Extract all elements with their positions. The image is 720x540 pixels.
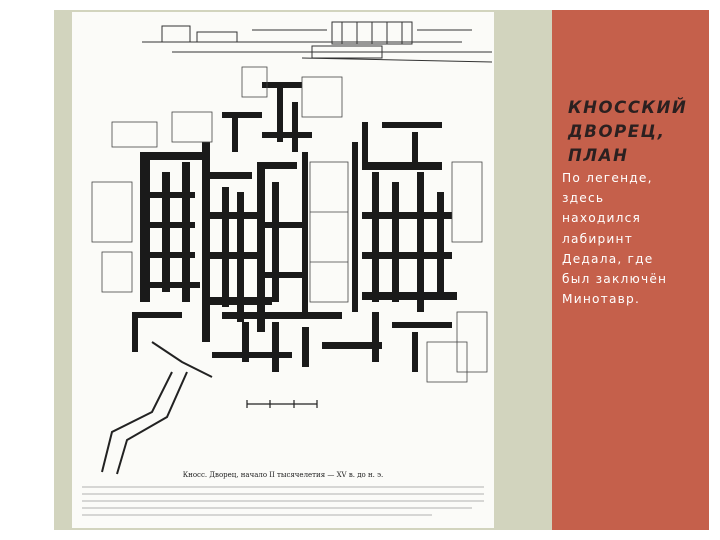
body-line-2: здесь <box>562 191 605 206</box>
body-line-1: По легенде, <box>562 171 653 185</box>
title-line-2: ДВОРЕЦ, <box>568 122 666 141</box>
palace-plan-drawing: Кносс. Дворец, начало II тысячелетия — X… <box>82 21 493 516</box>
left-margin <box>0 0 54 540</box>
title-line-3: ПЛАН <box>568 146 629 165</box>
plan-walls <box>132 82 457 372</box>
right-margin <box>709 0 720 540</box>
plan-caption: Кносс. Дворец, начало II тысячелетия — X… <box>183 471 384 479</box>
body-line-5: Дедала, где <box>562 251 654 266</box>
plan-rooms <box>91 66 488 383</box>
palace-plan-image: Кносс. Дворец, начало II тысячелетия — X… <box>72 12 494 528</box>
scale-bar <box>246 400 318 408</box>
slide-body: По легенде, здесь находился лабиринт Дед… <box>562 168 702 309</box>
body-line-6: был заключён <box>562 272 668 287</box>
slide-title: КНОССКИЙ ДВОРЕЦ, ПЛАН <box>568 96 698 168</box>
south-road <box>101 341 213 475</box>
section-elevation <box>142 21 493 63</box>
title-line-1: КНОССКИЙ <box>568 98 688 117</box>
body-line-3: находился <box>562 211 642 226</box>
body-line-4: лабиринт <box>562 231 634 246</box>
body-line-7: Минотавр. <box>562 292 641 307</box>
text-panel <box>552 10 709 530</box>
legend-lines <box>82 486 484 516</box>
